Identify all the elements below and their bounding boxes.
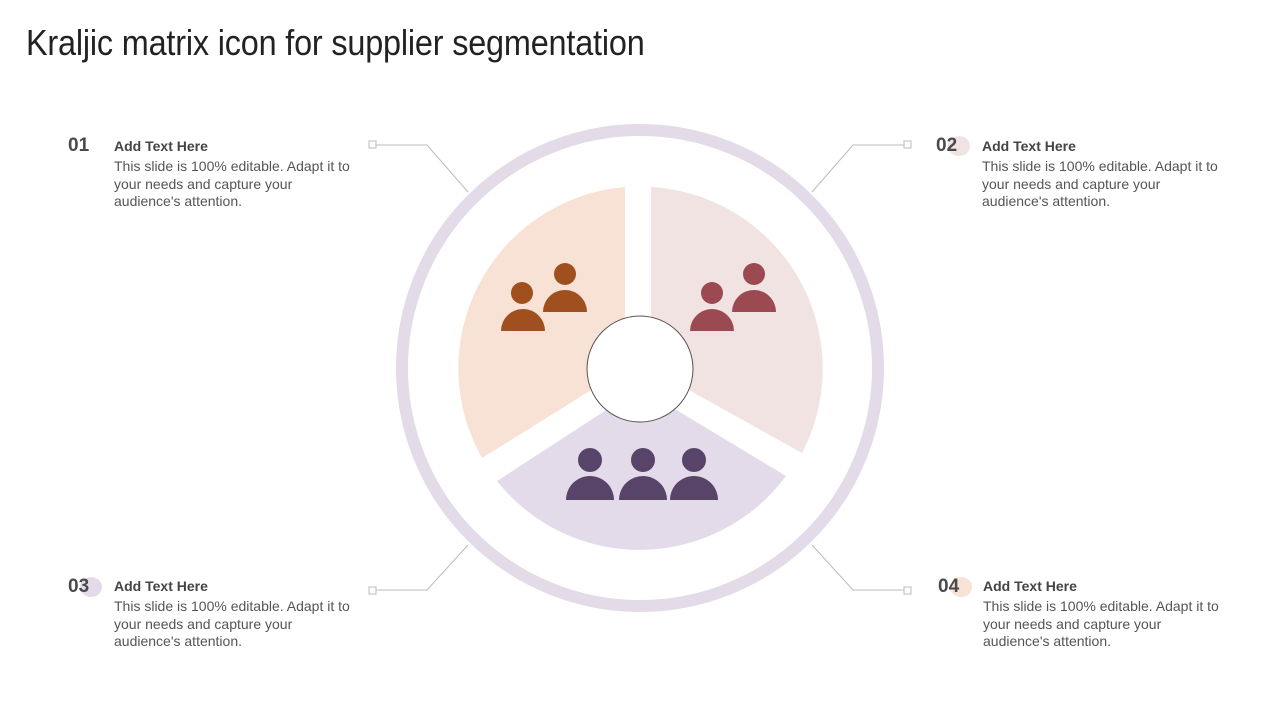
item-04-text: This slide is 100% editable. Adapt it to… xyxy=(983,598,1219,649)
item-01-heading: Add Text Here xyxy=(114,138,208,154)
item-03-text: This slide is 100% editable. Adapt it to… xyxy=(114,598,350,649)
connector-04 xyxy=(811,544,908,591)
connector-01 xyxy=(373,144,469,193)
outer-ring xyxy=(396,124,884,612)
connector-01-endpoint xyxy=(368,140,377,149)
connector-03-endpoint xyxy=(368,586,377,595)
item-02-number: 02 xyxy=(936,135,976,157)
page-title: Kraljic matrix icon for supplier segment… xyxy=(26,22,645,63)
connector-02-endpoint xyxy=(903,140,912,149)
item-01-text: This slide is 100% editable. Adapt it to… xyxy=(114,158,350,209)
connector-03 xyxy=(373,544,469,591)
connector-lines xyxy=(368,140,912,595)
people-group-icon-red xyxy=(690,263,776,331)
connector-02 xyxy=(811,144,908,193)
item-01: Add Text Here This slide is 100% editabl… xyxy=(114,138,354,211)
item-02-heading: Add Text Here xyxy=(982,138,1076,154)
item-02-text: This slide is 100% editable. Adapt it to… xyxy=(982,158,1218,209)
item-03-heading: Add Text Here xyxy=(114,578,208,594)
center-circle xyxy=(586,315,694,423)
item-04: Add Text Here This slide is 100% editabl… xyxy=(983,578,1223,651)
people-group-icon-orange xyxy=(501,263,587,331)
item-03: Add Text Here This slide is 100% editabl… xyxy=(114,578,354,651)
item-01-number: 01 xyxy=(68,135,90,156)
item-04-number: 04 xyxy=(938,576,978,598)
connector-04-endpoint xyxy=(903,586,912,595)
people-group-icon-purple xyxy=(566,448,718,500)
item-03-number: 03 xyxy=(68,576,108,598)
item-02: Add Text Here This slide is 100% editabl… xyxy=(982,138,1222,211)
segment-top-right xyxy=(651,187,823,453)
item-04-heading: Add Text Here xyxy=(983,578,1077,594)
